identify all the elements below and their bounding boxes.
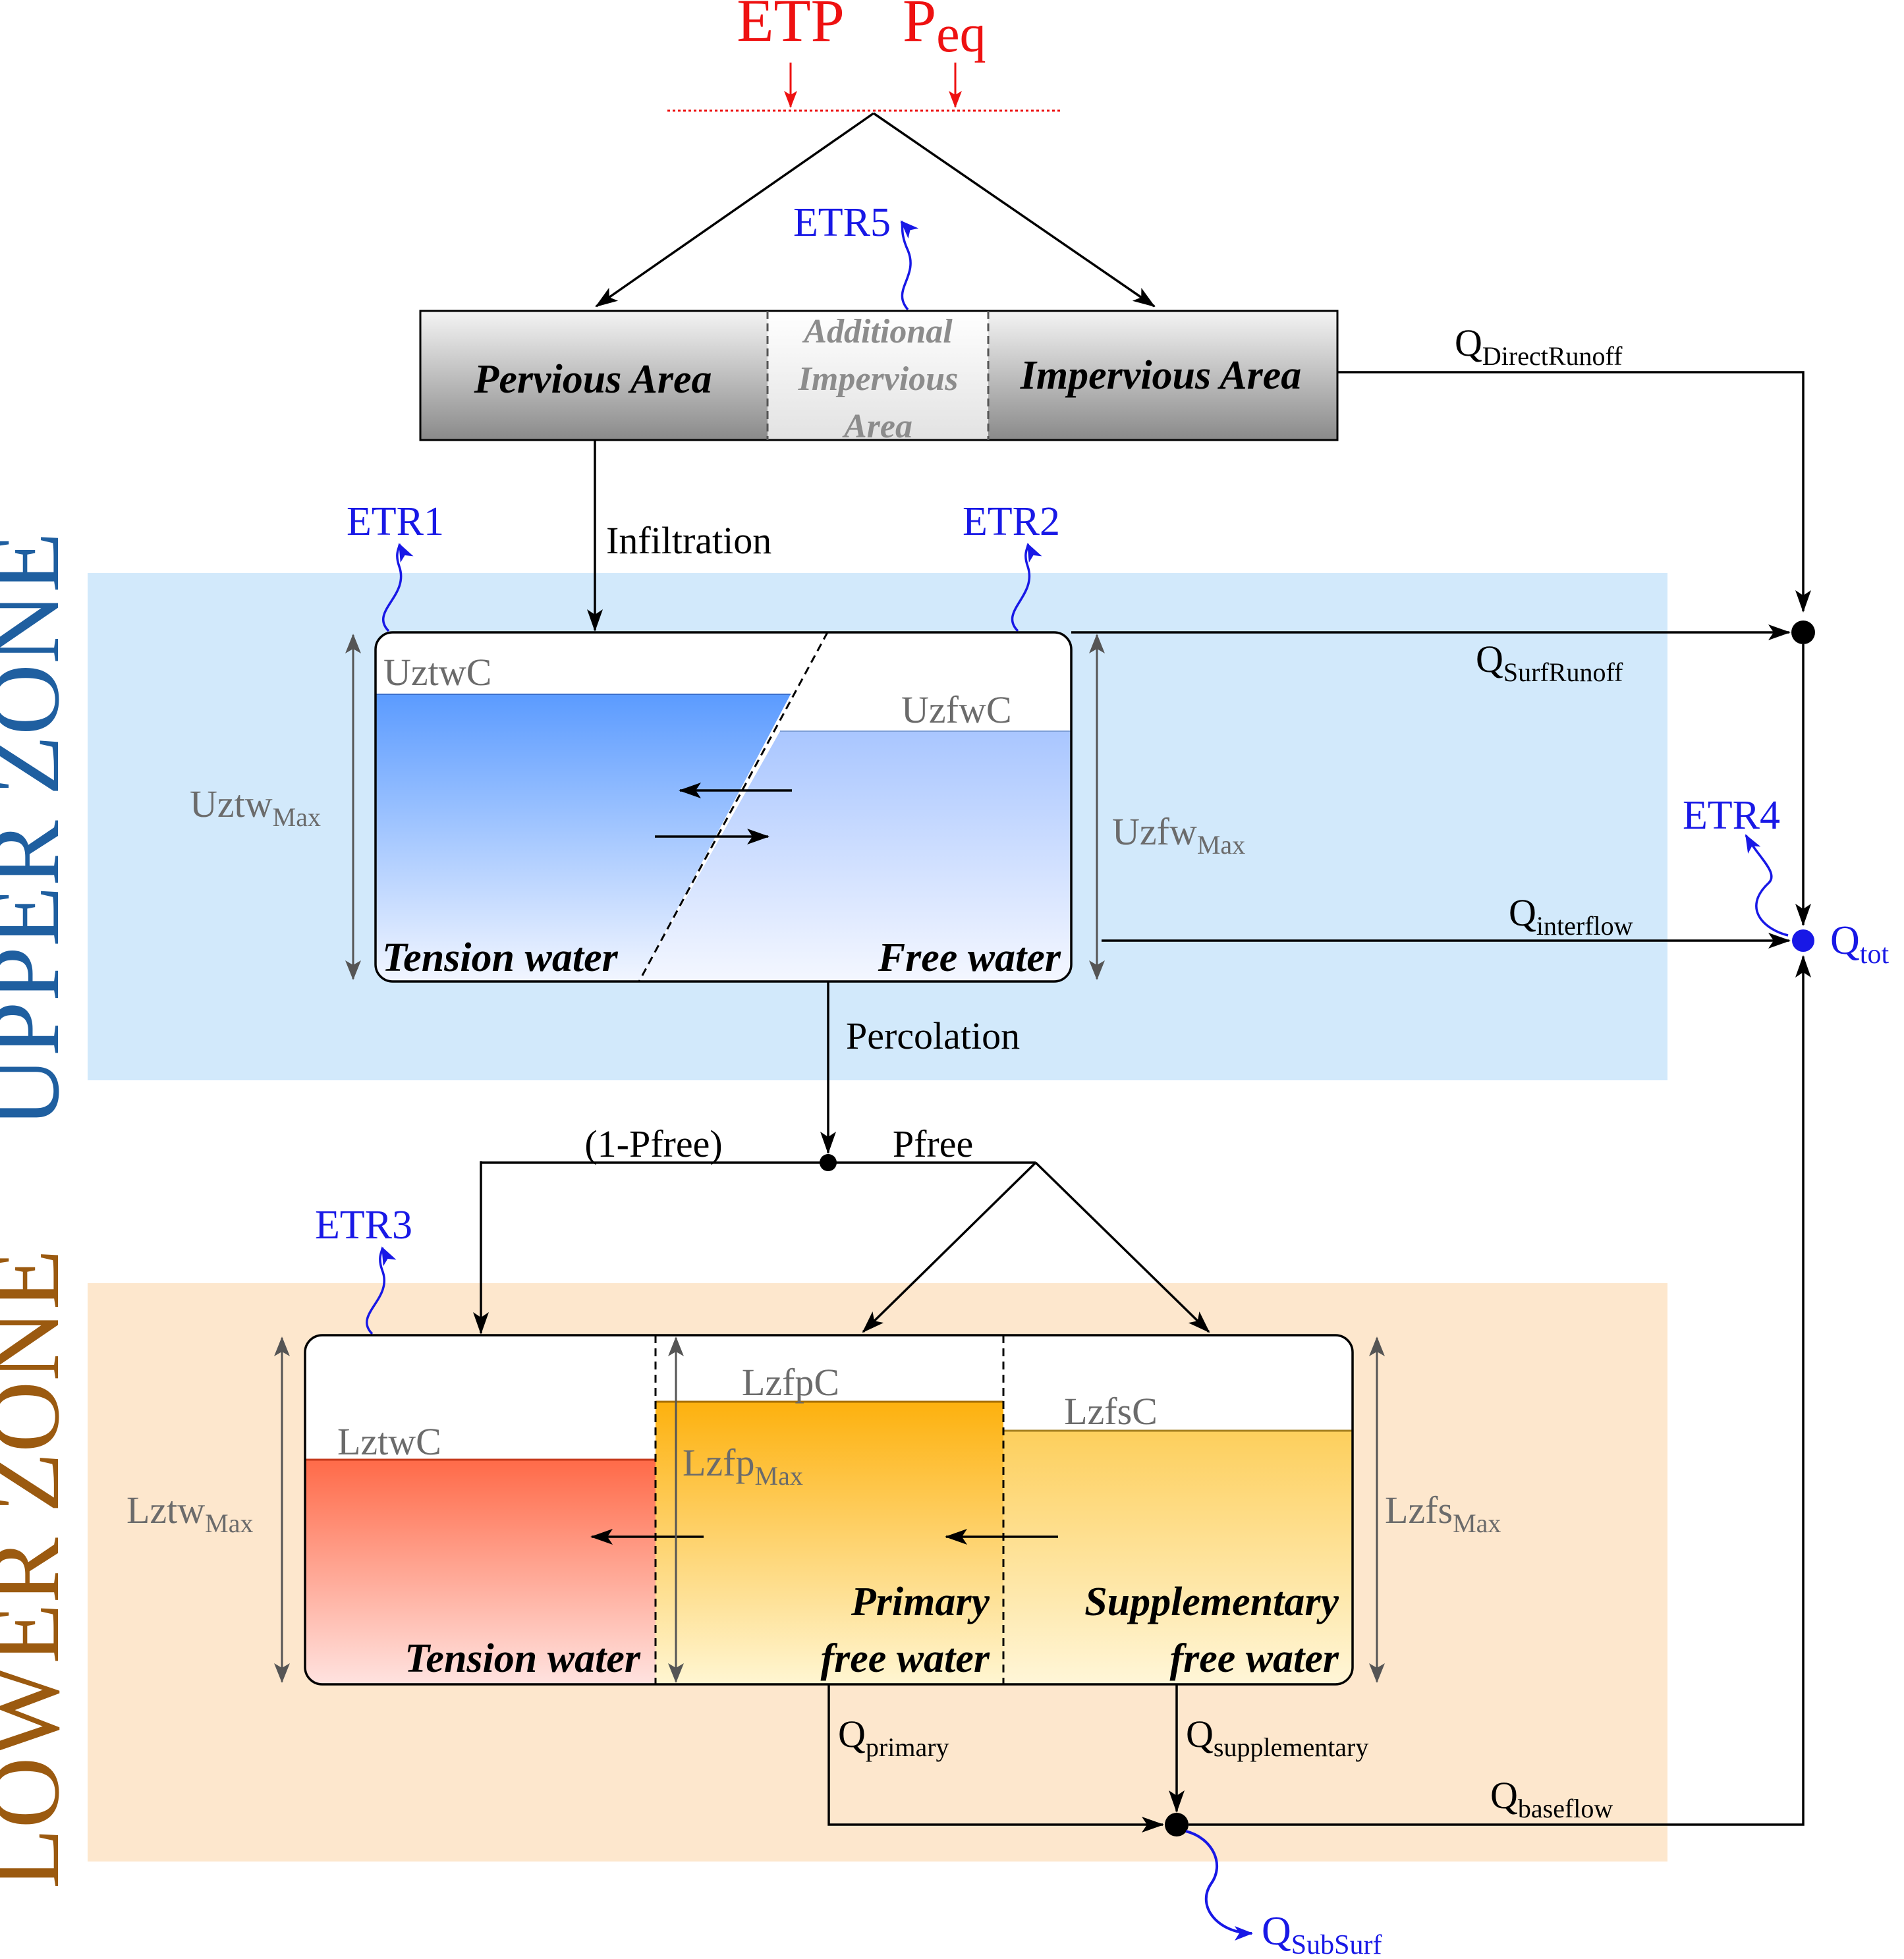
lzfsc-label: LzfsC xyxy=(1064,1390,1158,1433)
etr4-label: ETR4 xyxy=(1683,793,1780,838)
etr2-evap-arrow xyxy=(1011,543,1042,632)
etr1-evap-arrow xyxy=(382,543,414,632)
impervious-area-box xyxy=(988,311,1337,440)
uztw-max-label: UztwMax xyxy=(190,783,321,832)
q-tot-label: Qtot xyxy=(1830,918,1889,970)
arrow-to-impervious xyxy=(873,112,1156,308)
etr4-evap-arrow xyxy=(1745,834,1789,937)
q-supplementary-label: Qsupplementary xyxy=(1186,1713,1368,1762)
supplementary-free-water-label-2: free water xyxy=(1169,1636,1339,1681)
one-minus-pfree-label: (1-Pfree) xyxy=(584,1122,722,1165)
uzfw-max-label: UzfwMax xyxy=(1112,810,1245,860)
q-interflow-label: Qinterflow xyxy=(1509,891,1633,941)
etr5-label: ETR5 xyxy=(793,200,891,245)
additional-impervious-label-3: Area xyxy=(842,408,912,445)
supplementary-free-water-fill xyxy=(1003,1431,1353,1684)
impervious-area-label: Impervious Area xyxy=(1020,353,1302,398)
upper-zone-label: UPPER ZONE xyxy=(0,532,80,1128)
q-direct-runoff-label: QDirectRunoff xyxy=(1455,321,1623,371)
pervious-area-label: Pervious Area xyxy=(473,357,712,402)
lzfs-max-label: LzfsMax xyxy=(1385,1489,1501,1538)
etr3-evap-arrow xyxy=(366,1246,397,1335)
percolation-label: Percolation xyxy=(846,1014,1020,1057)
q-primary-label: Qprimary xyxy=(838,1713,949,1762)
lztw-max-label: LztwMax xyxy=(126,1489,254,1538)
surface-box-frame xyxy=(419,310,1339,441)
direct-runoff-arrow xyxy=(1337,371,1811,613)
upper-tension-water-fill xyxy=(376,694,791,981)
upper-store-frame xyxy=(374,631,1073,983)
additional-impervious-box xyxy=(768,311,988,440)
to-primary-free-arrow xyxy=(862,1161,1037,1333)
q-subsurf-label: QSubSurf xyxy=(1262,1909,1382,1959)
pervious-area-box xyxy=(420,311,768,440)
etp-label: ETP xyxy=(737,0,845,54)
upper-store-divider xyxy=(638,632,829,982)
supplementary-free-water-label-1: Supplementary xyxy=(1084,1580,1339,1624)
etr1-label: ETR1 xyxy=(347,499,444,544)
arrow-to-pervious xyxy=(595,112,874,308)
primary-outflow-arrow xyxy=(827,1684,1164,1833)
etr3-label: ETR3 xyxy=(315,1203,412,1248)
primary-free-water-label-2: free water xyxy=(820,1636,990,1681)
upper-free-water-label: Free water xyxy=(878,935,1061,980)
pfree-label: Pfree xyxy=(893,1122,973,1165)
uzfwc-label: UzfwC xyxy=(901,688,1012,731)
baseflow-junction xyxy=(1165,1813,1189,1836)
upper-tension-water-label: Tension water xyxy=(382,935,619,980)
etr5-evap-arrow xyxy=(900,220,919,311)
upper-free-water-fill xyxy=(639,731,1071,981)
qtot-junction xyxy=(1792,929,1814,952)
additional-impervious-label-2: Impervious xyxy=(798,360,959,398)
etr2-label: ETR2 xyxy=(963,499,1060,544)
q-surf-runoff-label: QSurfRunoff xyxy=(1476,638,1623,687)
additional-impervious-label-1: Additional xyxy=(802,313,953,350)
peq-label: Peq xyxy=(903,0,986,63)
lower-tension-water-fill xyxy=(305,1460,656,1684)
lztwc-label: LztwC xyxy=(337,1420,441,1463)
lzfpc-label: LzfpC xyxy=(742,1361,839,1404)
infiltration-label: Infiltration xyxy=(606,519,771,562)
surface-junction xyxy=(1791,621,1815,644)
lzfp-max-label: LzfpMax xyxy=(683,1441,803,1491)
q-baseflow-label: Qbaseflow xyxy=(1490,1774,1613,1823)
to-supplementary-free-arrow xyxy=(1034,1161,1210,1333)
uztwc-label: UztwC xyxy=(383,651,491,694)
lower-tension-water-label: Tension water xyxy=(405,1636,641,1681)
subsurface-loss-arrow xyxy=(1185,1830,1253,1941)
baseflow-arrow xyxy=(1189,955,1811,1826)
primary-free-water-label-1: Primary xyxy=(851,1580,990,1624)
lower-zone-label: LOWER ZONE xyxy=(0,1250,80,1889)
